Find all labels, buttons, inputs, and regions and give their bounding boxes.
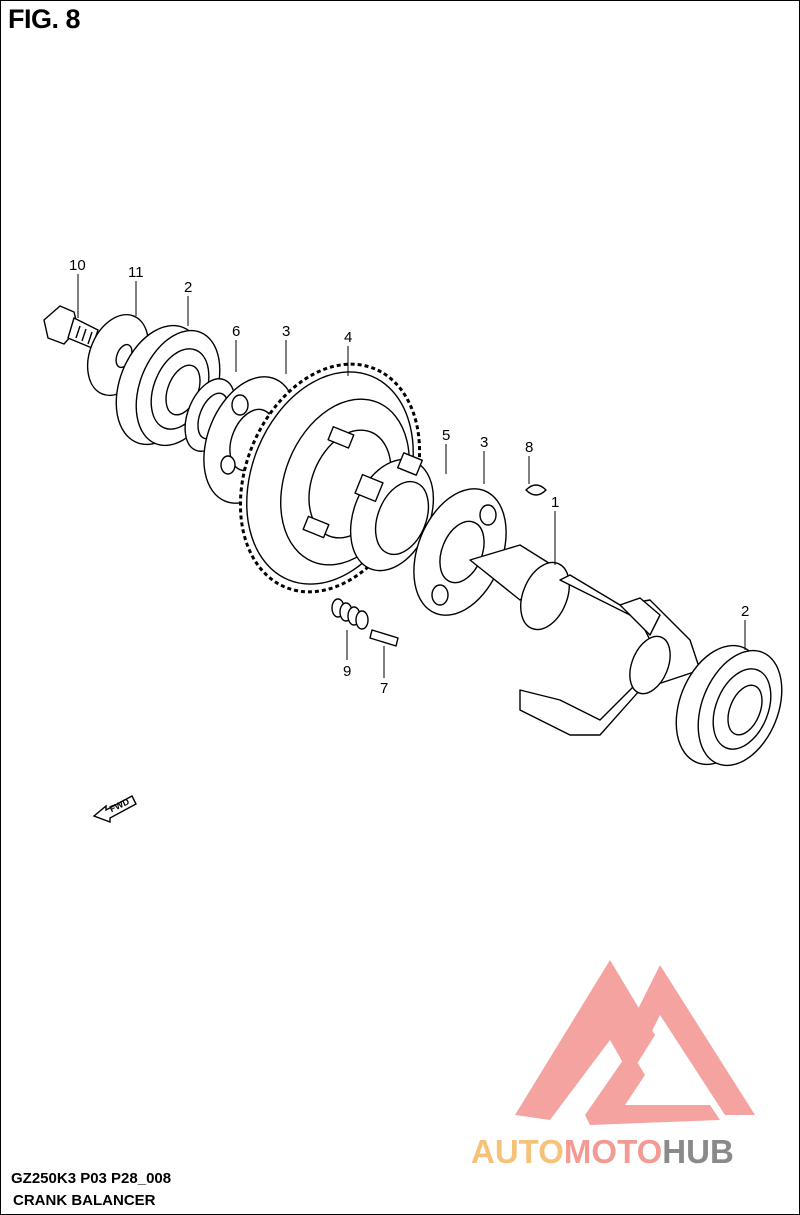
callout-4: 4 [344,329,352,346]
callout-6: 6 [232,323,240,340]
brand-part-moto: MOTO [563,1133,663,1170]
diagram-caption: CRANK BALANCER [13,1192,156,1209]
part-10-bolt[interactable] [43,305,99,349]
part-7-pin[interactable] [369,629,399,647]
model-code: GZ250K3 P03 P28_008 [11,1170,172,1187]
brand-logo-icon [515,960,755,1125]
figure-label: FIG. 8 [8,4,81,34]
callout-7: 7 [380,680,388,697]
callout-3-left: 3 [282,323,290,340]
forward-arrow-icon: FWD [92,795,137,824]
part-5-hub[interactable] [335,447,449,583]
brand-part-hub: HUB [662,1133,734,1170]
callout-2-right: 2 [741,603,749,620]
brand-part-auto: AUTO [471,1133,564,1170]
part-2-bearing-right[interactable] [660,633,798,778]
callout-10: 10 [69,257,86,274]
leader-lines [77,274,746,678]
callout-3-right: 3 [480,434,488,451]
callout-1: 1 [551,494,559,511]
callout-11: 11 [128,264,144,281]
callout-2-left: 2 [184,279,192,296]
callout-9: 9 [343,663,351,680]
part-3-plate-right[interactable] [396,475,523,629]
callout-labels: 10 11 2 6 3 4 5 3 8 1 2 9 7 [69,257,749,697]
part-8-key[interactable] [525,484,547,496]
brand-wordmark: AUTOMOTOHUB [471,1133,734,1171]
part-1-balancer-shaft[interactable] [469,544,701,736]
callout-5: 5 [442,427,450,444]
part-9-spring[interactable] [331,598,369,630]
callout-8: 8 [525,439,533,456]
